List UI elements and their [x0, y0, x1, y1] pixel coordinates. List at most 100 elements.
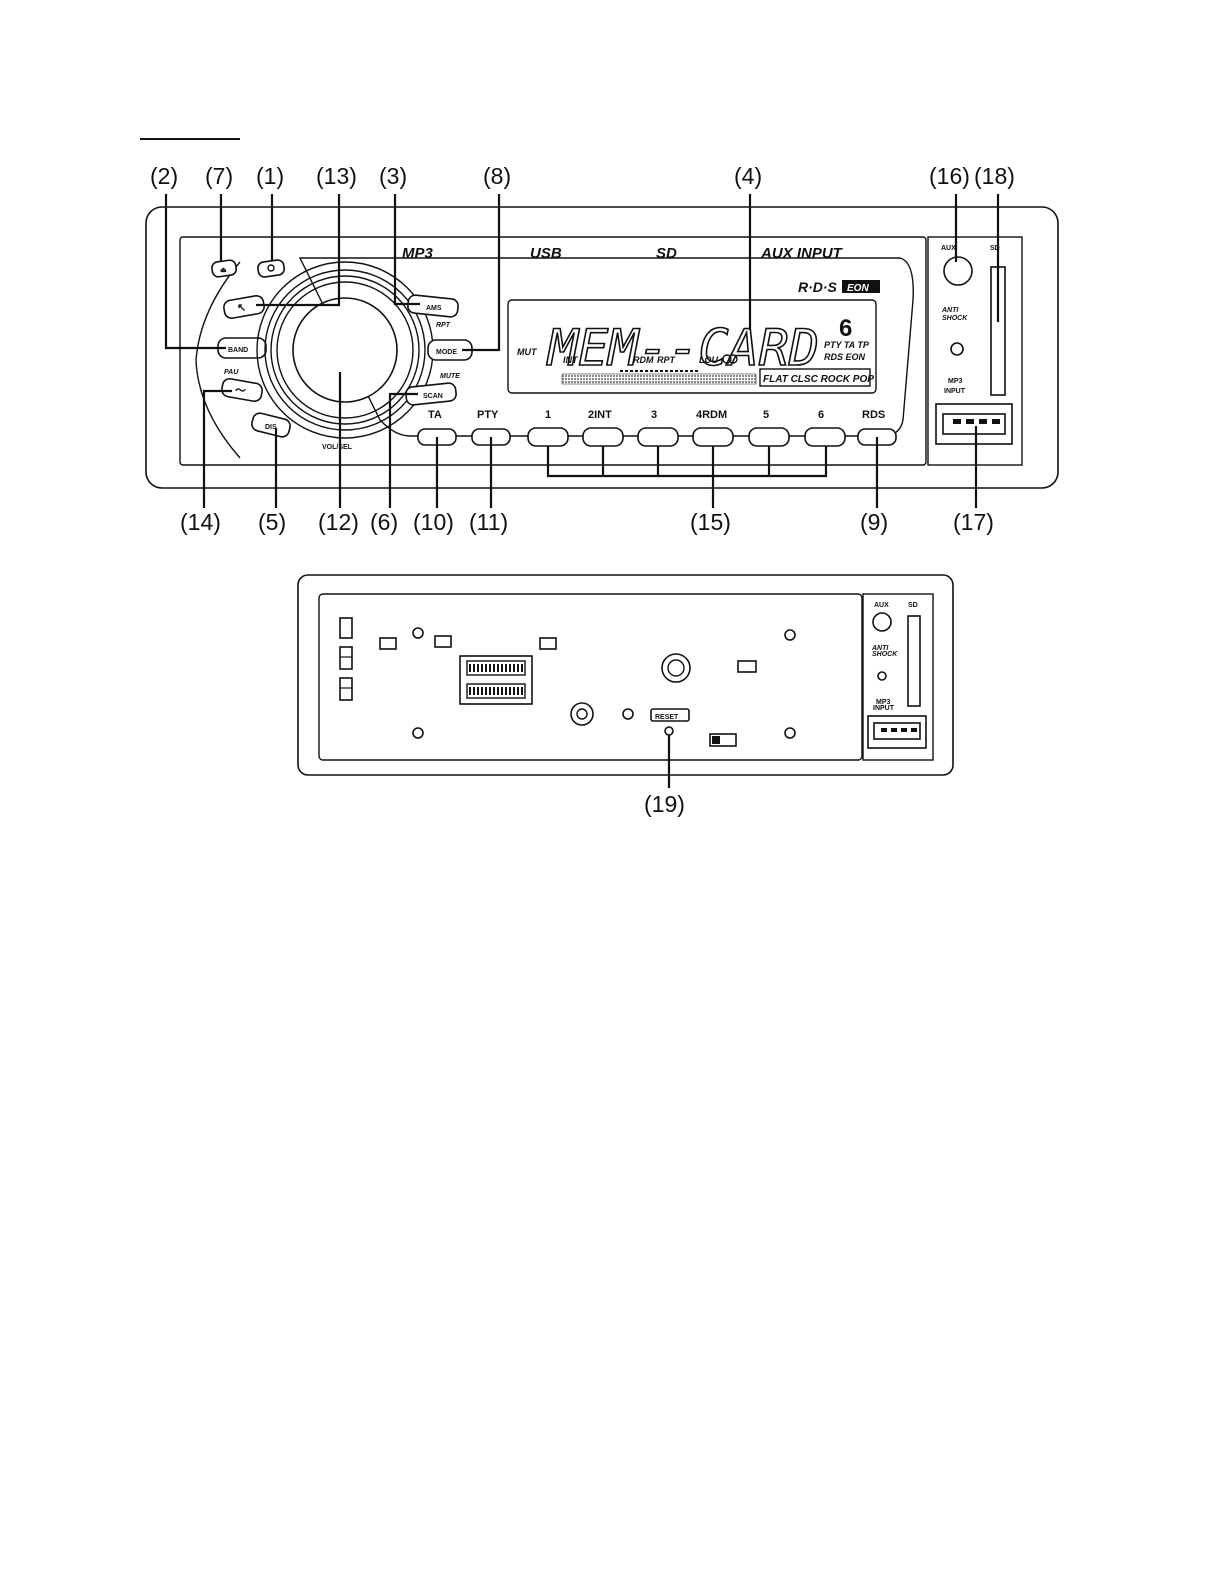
callout-4: (4) [734, 163, 762, 189]
faceplate-inner-shape [298, 257, 914, 437]
preset-label-pty: PTY [477, 409, 499, 421]
preset-label-3: 3 [651, 409, 657, 421]
usb-pin-3 [979, 419, 987, 424]
eject-button[interactable] [211, 259, 238, 278]
lcd-int-indicator: INT [563, 355, 579, 365]
power-button[interactable] [257, 259, 286, 278]
callout-8: (8) [483, 163, 511, 189]
rear-sd-label: SD [908, 602, 918, 609]
dis-button[interactable] [250, 412, 291, 439]
preset-label-6: 6 [818, 409, 824, 421]
rear-right-io-panel [862, 593, 934, 761]
rear-clip-3 [539, 637, 557, 650]
rear-sd-slot [907, 615, 921, 707]
rear-large-jack [661, 653, 691, 683]
callout-14: (14) [180, 509, 221, 535]
rear-panel-frame [297, 574, 954, 776]
release-button[interactable] [223, 294, 266, 320]
rear-anti-shock-label-1: ANTI [871, 645, 889, 652]
preset-3-button[interactable] [637, 427, 679, 447]
knob-ring-4 [276, 281, 414, 419]
reset-label-box [650, 708, 690, 722]
brand-mp3-label: MP3 [402, 245, 434, 262]
lcd-rdm-indicator: RDM [633, 355, 654, 365]
callout-7: (7) [205, 163, 233, 189]
preset-label-2int: 2INT [588, 409, 612, 421]
rear-screw-4 [784, 727, 796, 739]
brand-sd-label: SD [656, 245, 677, 262]
callouts-bottom: (14) (5) (12) (6) (10) (11) (15) (9) (17… [180, 509, 994, 535]
preset-5-button[interactable] [748, 427, 790, 447]
rear-panel: RESET AUX SD ANTI SHOCK MP3 INPUT [297, 574, 954, 788]
rear-contact-3 [339, 677, 353, 701]
aux-input-jack[interactable] [943, 256, 973, 286]
rear-contact-1 [339, 617, 353, 639]
callout-19: (19) [644, 791, 685, 817]
ams-button-label: AMS [426, 305, 442, 312]
mute-label: MUTE [440, 373, 460, 380]
release-icon: ↖ [237, 302, 246, 314]
rear-mp3-label-2: INPUT [873, 705, 895, 712]
rear-panel-inner [318, 593, 863, 761]
rear-anti-shock-indicator [877, 671, 887, 681]
knob-ring-3 [270, 275, 420, 425]
callout-11: (11) [469, 509, 508, 535]
stereo-icon-2 [728, 354, 738, 364]
sd-slot-label: SD [990, 245, 1000, 252]
callouts-top: (2) (7) (1) (13) (3) (8) (4) (16) (18) [150, 163, 1015, 189]
callout-12: (12) [318, 509, 359, 535]
scan-button-label: SCAN [423, 393, 443, 400]
preset-2-button[interactable] [582, 427, 624, 447]
anti-shock-indicator [950, 342, 964, 356]
lcd-eq-box [759, 368, 871, 387]
preset-4-button[interactable] [692, 427, 734, 447]
callout-18: (18) [974, 163, 1015, 189]
eject-icon: ⏏ [220, 267, 227, 274]
rear-contact-2 [339, 646, 353, 670]
rpt-label: RPT [436, 322, 451, 329]
callout-leader-lines [164, 194, 1000, 508]
usb-pin-4 [992, 419, 1000, 424]
reset-button[interactable] [664, 726, 674, 736]
preset-1-button[interactable] [527, 427, 569, 447]
anti-shock-label-1: ANTI [941, 307, 959, 314]
rear-screw-3 [784, 629, 796, 641]
callout-3: (3) [379, 163, 407, 189]
pause-icon: 〜 [235, 385, 246, 397]
lcd-rpt-indicator: RPT [657, 355, 677, 365]
callout-15: (15) [690, 509, 731, 535]
callout-5: (5) [258, 509, 286, 535]
lcd-lou-indicator: LOU [699, 355, 718, 365]
band-button-label: BAND [228, 347, 248, 354]
preset-label-1: 1 [545, 409, 551, 421]
rear-screw-2 [412, 727, 424, 739]
stereo-icon [722, 354, 732, 364]
callout-10: (10) [413, 509, 454, 535]
vol-sel-label: VOL/SEL [322, 444, 353, 451]
lcd-display [507, 299, 877, 394]
lcd-pty-ta-tp: PTY TA TP [824, 340, 870, 350]
mode-button-label: MODE [436, 349, 457, 356]
callout-1: (1) [256, 163, 284, 189]
dis-button-label: DIS [265, 424, 277, 431]
callout-17: (17) [953, 509, 994, 535]
usb-pin-2 [966, 419, 974, 424]
brand-aux-input-label: AUX INPUT [760, 245, 844, 262]
rear-aux-label: AUX [874, 602, 889, 609]
rear-indicator-hole [622, 708, 634, 720]
preset-6-button[interactable] [804, 427, 846, 447]
reset-label: RESET [655, 714, 679, 721]
pause-button[interactable] [221, 377, 264, 403]
anti-shock-label-2: SHOCK [942, 315, 968, 322]
rear-mini-port [737, 660, 757, 673]
rear-clip-2 [434, 635, 452, 648]
lcd-main-text: MEM--CARD [546, 319, 819, 377]
knob-ring-2 [264, 269, 426, 431]
volume-knob[interactable] [292, 297, 398, 403]
mp3-input-label-2: INPUT [944, 388, 966, 395]
scan-button[interactable] [405, 382, 457, 406]
rds-logo: R·D·S [798, 279, 838, 295]
preset-label-rds: RDS [862, 409, 885, 421]
rear-screw-1 [412, 627, 424, 639]
